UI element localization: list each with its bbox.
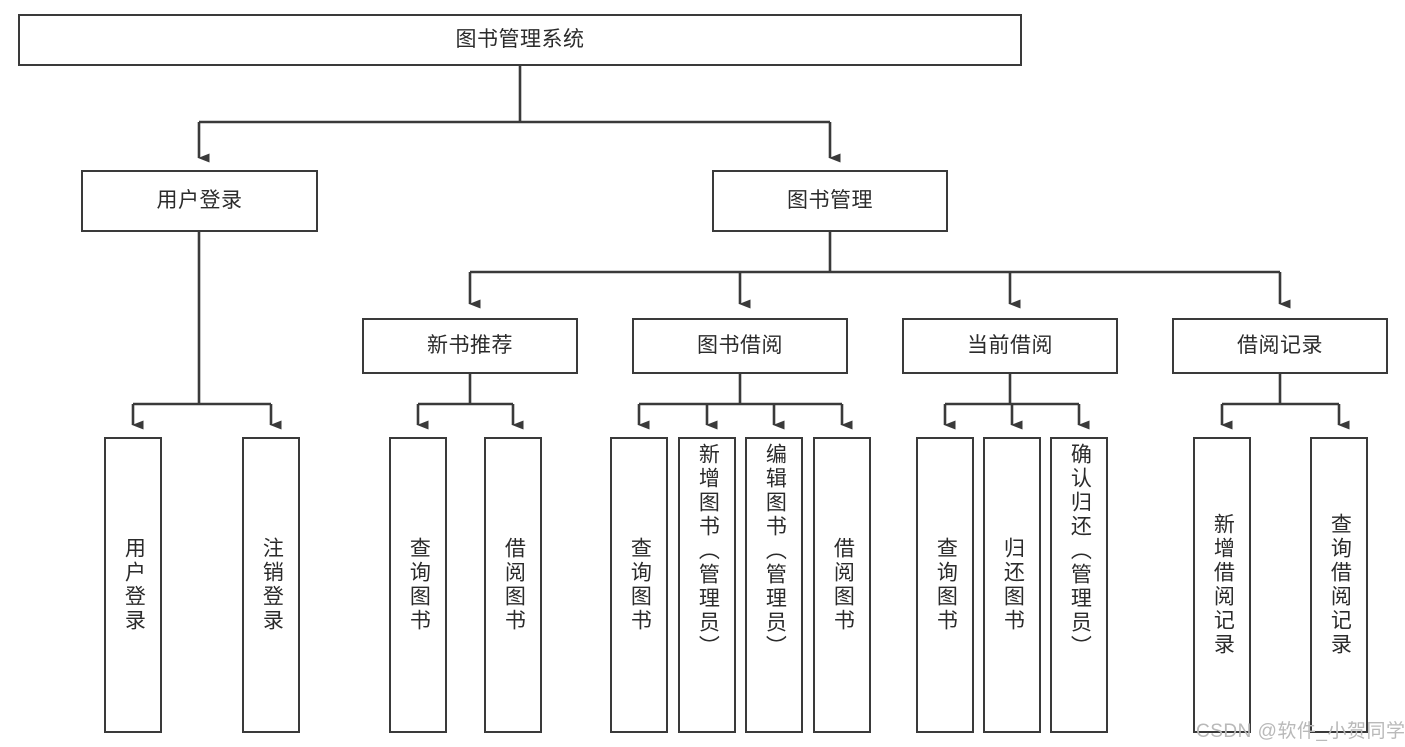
- node-user-login[interactable]: 用户登录: [81, 170, 318, 232]
- edge-group-root: [197, 66, 841, 163]
- csdn-watermark: CSDN @软件_小贺同学: [1196, 721, 1405, 742]
- node-label: 图书管理: [787, 188, 873, 212]
- leaf-user-login-login[interactable]: 用户登录: [104, 437, 162, 733]
- leaf-user-login-logout[interactable]: 注销登录: [242, 437, 300, 733]
- node-label: 编辑图书（管理员）: [763, 443, 787, 659]
- leaf-current-borrow-confirm-return[interactable]: 确认归还（管理员）: [1050, 437, 1108, 733]
- node-label: 查询图书: [628, 537, 652, 633]
- leaf-book-borrow-edit[interactable]: 编辑图书（管理员）: [745, 437, 803, 733]
- edge-group-current-borrow: [943, 374, 1090, 430]
- leaf-new-book-query[interactable]: 查询图书: [389, 437, 447, 733]
- node-label: 新书推荐: [427, 333, 513, 357]
- node-current-borrow[interactable]: 当前借阅: [902, 318, 1118, 374]
- node-label: 用户登录: [156, 188, 243, 212]
- node-label: 借阅图书: [831, 537, 855, 633]
- leaf-book-borrow-add[interactable]: 新增图书（管理员）: [678, 437, 736, 733]
- node-label: 图书管理系统: [455, 27, 585, 51]
- edge-group-book-borrow: [637, 374, 853, 430]
- leaf-book-borrow-query[interactable]: 查询图书: [610, 437, 668, 733]
- node-label: 查询图书: [934, 537, 958, 633]
- leaf-current-borrow-query[interactable]: 查询图书: [916, 437, 974, 733]
- node-label: 借阅图书: [502, 537, 526, 633]
- leaf-borrow-record-query[interactable]: 查询借阅记录: [1310, 437, 1368, 733]
- node-label: 新增借阅记录: [1211, 513, 1235, 657]
- node-label: 查询图书: [407, 537, 431, 633]
- node-borrow-record[interactable]: 借阅记录: [1172, 318, 1388, 374]
- node-label: 用户登录: [122, 537, 146, 633]
- node-root-system[interactable]: 图书管理系统: [18, 14, 1022, 66]
- leaf-new-book-borrow[interactable]: 借阅图书: [484, 437, 542, 733]
- edge-group-borrow-record: [1220, 374, 1350, 430]
- node-book-borrow[interactable]: 图书借阅: [632, 318, 848, 374]
- node-label: 当前借阅: [967, 333, 1053, 357]
- node-new-book-recommend[interactable]: 新书推荐: [362, 318, 578, 374]
- edge-group-book-manage: [468, 232, 1291, 309]
- node-label: 查询借阅记录: [1328, 513, 1352, 657]
- leaf-book-borrow-borrow[interactable]: 借阅图书: [813, 437, 871, 733]
- node-label: 借阅记录: [1237, 333, 1323, 357]
- node-book-management[interactable]: 图书管理: [712, 170, 948, 232]
- edge-group-user-login: [131, 232, 282, 430]
- node-label: 归还图书: [1001, 537, 1025, 633]
- node-label: 确认归还（管理员）: [1068, 443, 1092, 659]
- leaf-current-borrow-return[interactable]: 归还图书: [983, 437, 1041, 733]
- node-label: 图书借阅: [697, 333, 783, 357]
- node-label: 新增图书（管理员）: [696, 443, 720, 659]
- leaf-borrow-record-add[interactable]: 新增借阅记录: [1193, 437, 1251, 733]
- edge-group-new-book: [416, 374, 524, 430]
- node-label: 注销登录: [260, 537, 284, 633]
